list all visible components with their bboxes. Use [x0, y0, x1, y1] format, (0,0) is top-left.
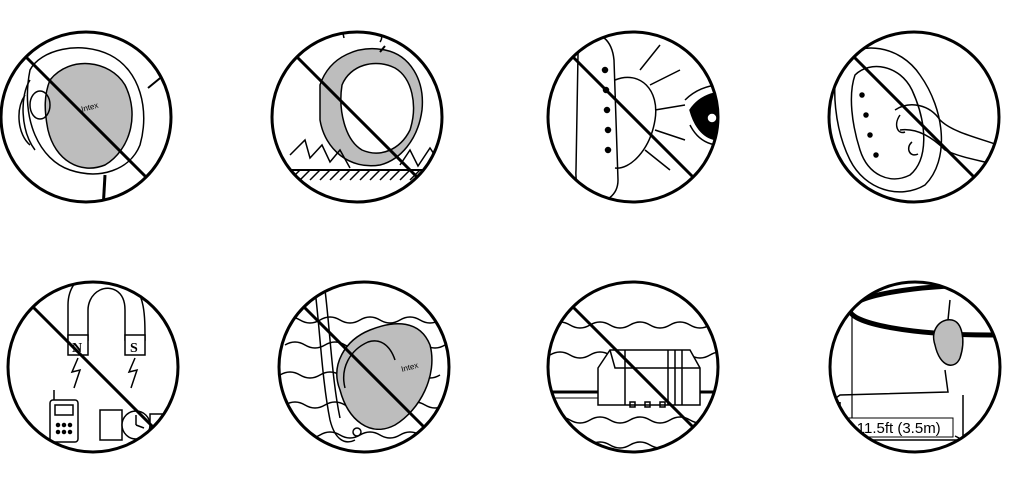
magnet-south-label: S [130, 341, 138, 356]
panel-no-touching [829, 32, 1010, 202]
illustration-eye-and-lamp [576, 34, 745, 202]
illustration-pool-and-distance: >11.5ft (3.5m) [818, 285, 1017, 460]
illustration-device-with-screwdriver: Intex [19, 48, 186, 210]
panel-no-disassembly: Intex [1, 32, 186, 210]
illustration-magnet-phone-watch: N S [50, 270, 176, 442]
panel-no-submerging-unit: Intex [279, 282, 449, 452]
panel-no-looking-at-light [548, 32, 745, 202]
panel-no-submerging-power-supply [548, 282, 730, 452]
panel-no-dropping [272, 12, 460, 202]
panel-installation-distance: >11.5ft (3.5m) [818, 282, 1017, 460]
panel-no-magnets: N S [8, 270, 178, 452]
